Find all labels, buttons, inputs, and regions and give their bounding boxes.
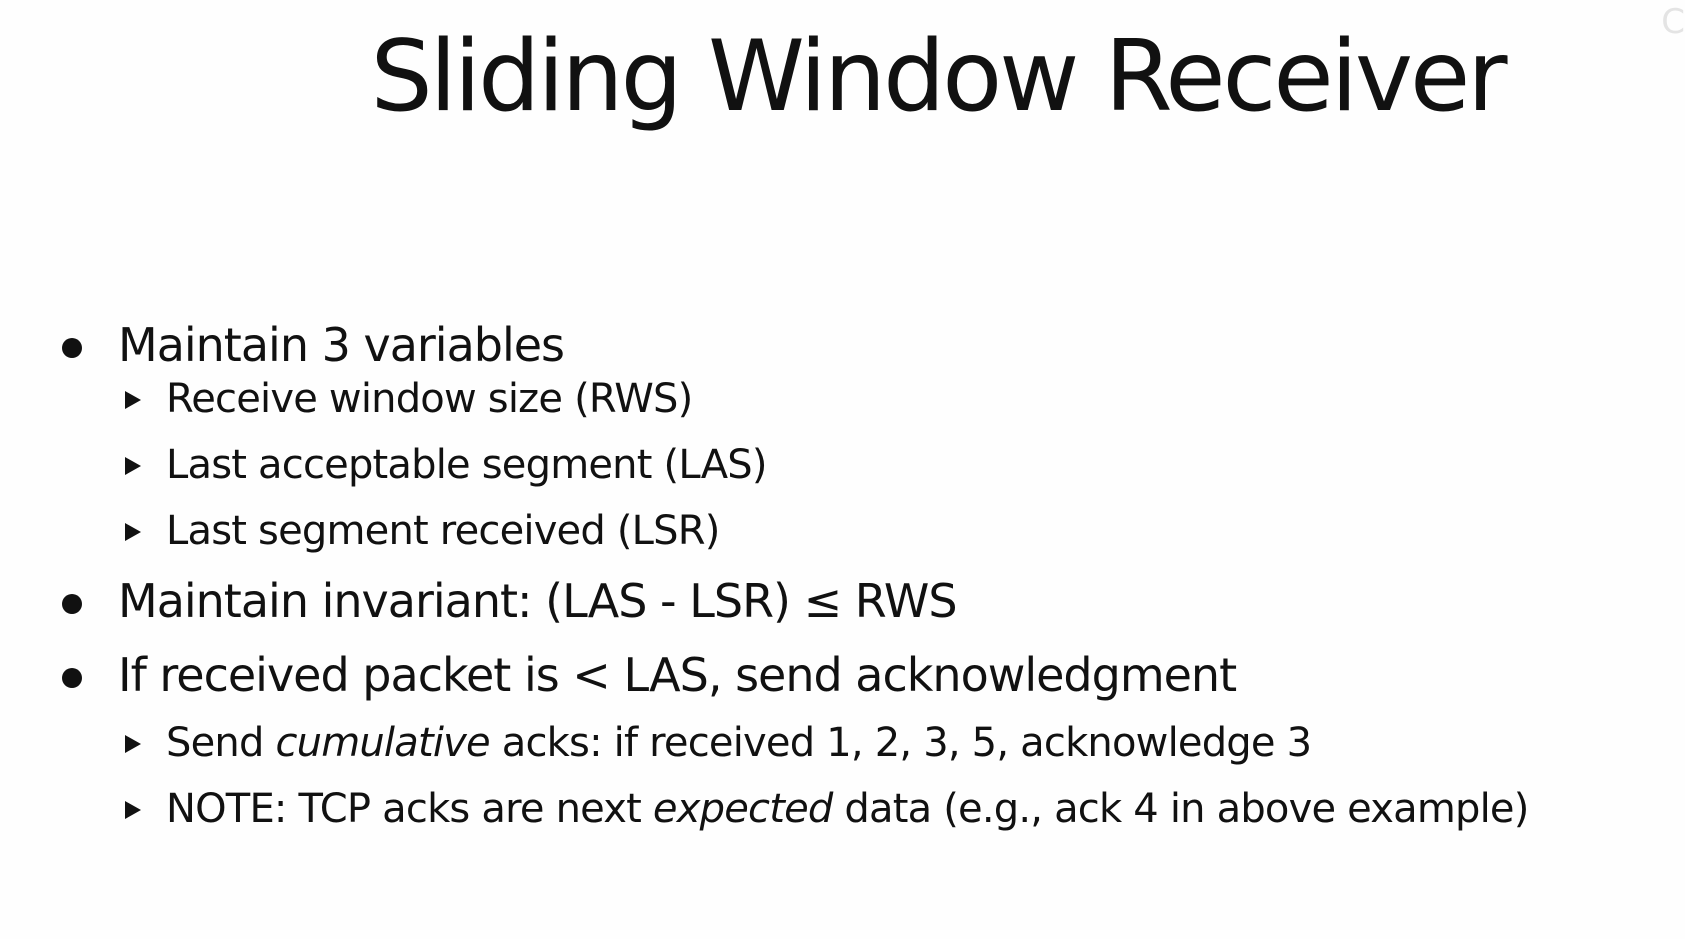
bullet-text: Maintain 3 variables <box>118 318 565 372</box>
triangle-bullet-icon <box>125 801 141 819</box>
sub-bullet-text: Last acceptable segment (LAS) <box>166 442 767 488</box>
sub-bullet-text-pre: Send <box>166 720 276 766</box>
triangle-bullet-icon <box>125 457 141 475</box>
sub-bullet-text: Send cumulative acks: if received 1, 2, … <box>166 720 1312 766</box>
sub-bullet-text: NOTE: TCP acks are next expected data (e… <box>166 786 1529 832</box>
sub-bullet-text-post: data (e.g., ack 4 in above example) <box>832 786 1529 832</box>
sub-bullet-emphasis: cumulative <box>275 720 490 766</box>
bullet-dot-icon <box>62 668 82 688</box>
triangle-bullet-icon <box>125 735 141 753</box>
sub-bullet-text-pre: NOTE: TCP acks are next <box>166 786 653 832</box>
sub-bullet-text: Receive window size (RWS) <box>166 376 693 422</box>
bullet-dot-icon <box>62 594 82 614</box>
sub-bullet-text-post: acks: if received 1, 2, 3, 5, acknowledg… <box>489 720 1312 766</box>
bullet-text: If received packet is < LAS, send acknow… <box>118 648 1237 702</box>
corner-watermark: C <box>1661 2 1685 42</box>
sub-bullet-emphasis: expected <box>652 786 833 832</box>
bullet-text: Maintain invariant: (LAS - LSR) ≤ RWS <box>118 574 958 628</box>
triangle-bullet-icon <box>125 391 141 409</box>
sub-bullet-text: Last segment received (LSR) <box>166 508 720 554</box>
triangle-bullet-icon <box>125 523 141 541</box>
slide-title: Sliding Window Receiver <box>370 20 1507 134</box>
bullet-dot-icon <box>62 338 82 358</box>
